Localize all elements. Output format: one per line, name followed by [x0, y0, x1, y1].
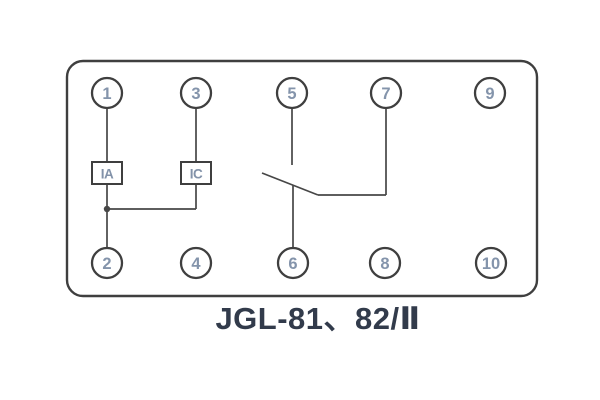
terminal-9-number: 9	[485, 85, 494, 103]
terminal-6: 6	[276, 246, 310, 280]
terminal-7-circle	[369, 76, 403, 110]
relay-case-outline	[65, 59, 539, 298]
terminal-3: 3	[179, 76, 213, 110]
coil-ia-box	[91, 161, 123, 185]
terminal-5-number: 5	[287, 85, 296, 103]
terminal-2: 2	[90, 246, 124, 280]
terminal-7: 7	[369, 76, 403, 110]
terminal-8: 8	[368, 246, 402, 280]
model-caption: JGL-81、82/Ⅱ	[215, 301, 420, 336]
terminal-10-number: 10	[482, 255, 500, 273]
terminal-5: 5	[275, 76, 309, 110]
terminal-7-number: 7	[381, 85, 390, 103]
terminal-4-circle	[179, 246, 213, 280]
terminal-6-number: 6	[288, 255, 297, 273]
terminal-9: 9	[473, 76, 507, 110]
coil-ic-box	[180, 161, 212, 185]
terminal-8-circle	[368, 246, 402, 280]
terminal-3-number: 3	[191, 85, 200, 103]
junction-dot	[103, 205, 111, 213]
switch-blade	[261, 172, 319, 196]
coil-ic: IC	[180, 161, 212, 185]
terminal-4: 4	[179, 246, 213, 280]
terminal-2-number: 2	[102, 255, 111, 273]
coil-ia-label: IA	[101, 167, 114, 182]
terminal-10-circle	[474, 246, 508, 280]
terminal-10: 10	[474, 246, 508, 280]
terminal-3-circle	[179, 76, 213, 110]
terminal-8-number: 8	[380, 255, 389, 273]
coil-ic-label: IC	[190, 167, 203, 182]
terminal-1-circle	[90, 76, 124, 110]
terminal-1: 1	[90, 76, 124, 110]
coil-ia: IA	[91, 161, 123, 185]
terminal-5-circle	[275, 76, 309, 110]
terminal-1-number: 1	[102, 85, 111, 103]
terminal-2-circle	[90, 246, 124, 280]
terminal-6-circle	[276, 246, 310, 280]
terminal-4-number: 4	[191, 255, 201, 273]
terminal-9-circle	[473, 76, 507, 110]
